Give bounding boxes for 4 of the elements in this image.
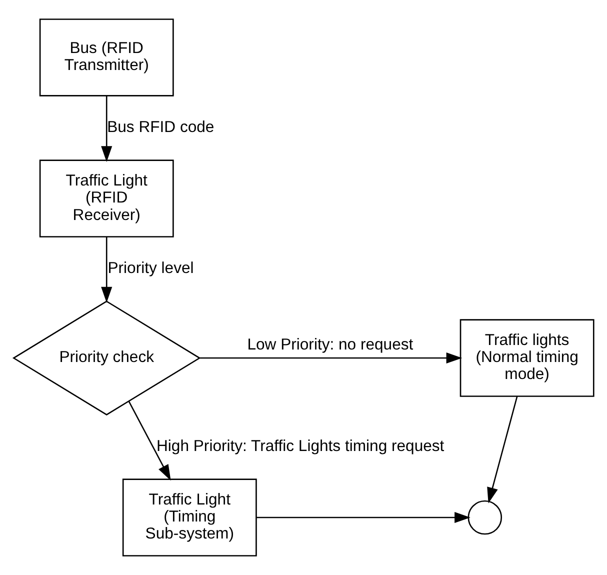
edge-label: Priority level (108, 260, 194, 278)
edge-label: High Priority: Traffic Lights timing request (156, 438, 444, 456)
edge-label: Low Priority: no request (247, 336, 414, 354)
edge-label: Bus RFID code (107, 119, 214, 136)
